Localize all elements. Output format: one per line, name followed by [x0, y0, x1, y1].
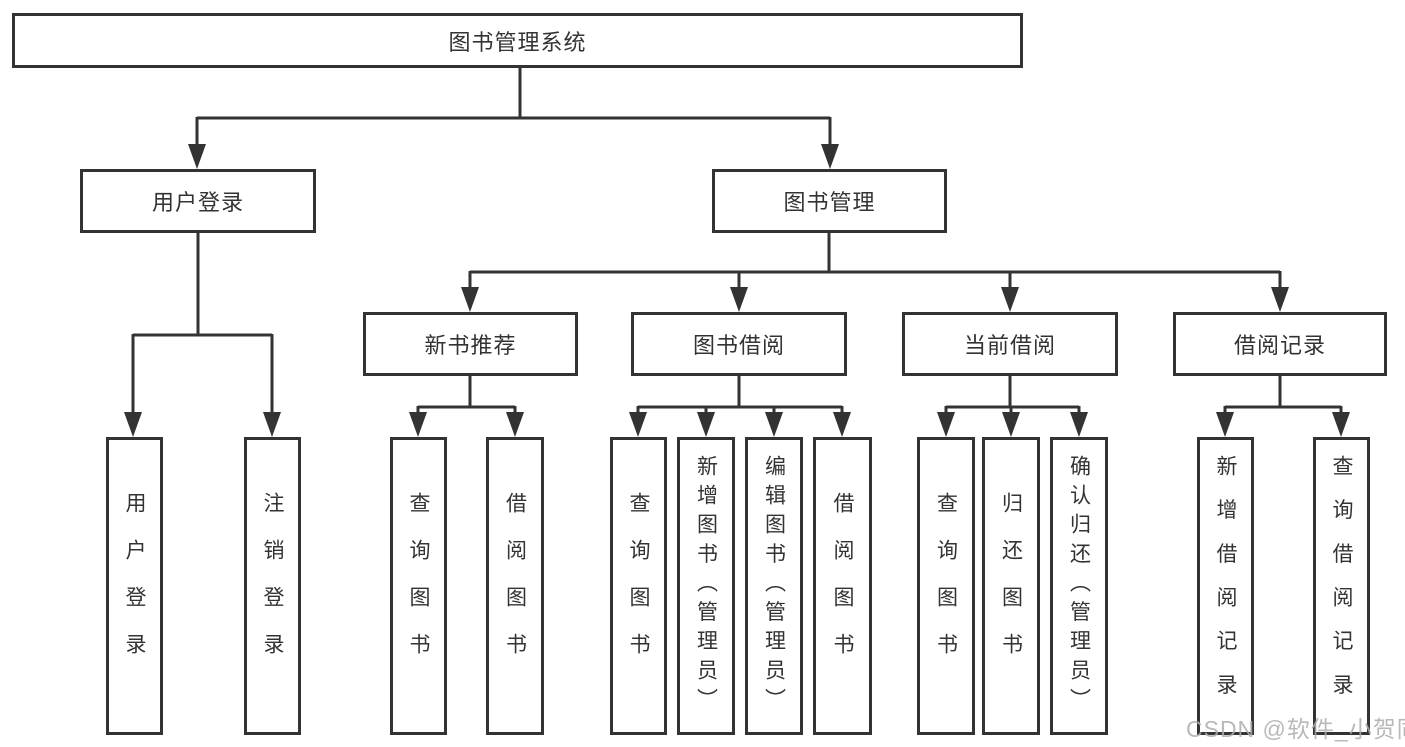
arrowhead — [1216, 412, 1234, 437]
leaf-edit-book-admin: 编辑图书（管理员） — [745, 437, 803, 735]
node-label: 用户登录 — [123, 492, 146, 680]
arrowhead — [730, 287, 748, 312]
leaf-return-book: 归还图书 — [982, 437, 1040, 735]
arrowhead — [833, 412, 851, 437]
node-label: 注销登录 — [261, 492, 284, 680]
leaf-confirm-return-admin: 确认归还（管理员） — [1050, 437, 1108, 735]
node-label: 当前借阅 — [963, 333, 1056, 358]
leaf-add-book-admin: 新增图书（管理员） — [677, 437, 735, 735]
arrowhead — [461, 287, 479, 312]
leaf-user-login: 用户登录 — [106, 437, 163, 735]
leaf-query-books-current: 查询图书 — [917, 437, 975, 735]
node-label: 查询图书 — [934, 492, 958, 680]
node-label: 查询借阅记录 — [1330, 455, 1353, 717]
arrowhead — [263, 412, 281, 437]
node-label: 确认归还（管理员） — [1067, 455, 1091, 717]
node-label: 用户登录 — [151, 190, 244, 215]
arrowhead — [821, 144, 839, 169]
node-root-library-system: 图书管理系统 — [12, 13, 1023, 68]
arrowhead — [1001, 287, 1019, 312]
node-label: 图书借阅 — [692, 333, 785, 358]
node-label: 借阅图书 — [503, 492, 527, 680]
arrowhead — [1271, 287, 1289, 312]
node-label: 编辑图书（管理员） — [762, 455, 786, 717]
node-label: 新书推荐 — [424, 333, 517, 358]
leaf-query-books-recommend: 查询图书 — [390, 437, 447, 735]
arrowhead — [409, 412, 427, 437]
connector-userlogin-to-leaves — [131, 233, 274, 414]
node-book-borrowing: 图书借阅 — [631, 312, 847, 376]
arrowhead — [506, 412, 524, 437]
arrowhead — [937, 412, 955, 437]
arrowhead — [1332, 412, 1350, 437]
arrowhead — [629, 412, 647, 437]
node-label: 新增图书（管理员） — [694, 455, 718, 717]
leaf-query-borrow-record: 查询借阅记录 — [1313, 437, 1370, 735]
connector-root-to-level2 — [195, 68, 832, 146]
leaf-query-books-borrowing: 查询图书 — [610, 437, 667, 735]
arrowhead — [697, 412, 715, 437]
node-book-management: 图书管理 — [712, 169, 947, 233]
leaf-logout: 注销登录 — [244, 437, 301, 735]
connector-bookmgmt-to-level3 — [468, 233, 1282, 289]
node-label: 图书管理系统 — [448, 29, 587, 55]
connector-borrowrecords-to-leaves — [1223, 376, 1343, 414]
node-new-book-recommend: 新书推荐 — [363, 312, 578, 376]
node-label: 查询图书 — [627, 492, 650, 680]
leaf-borrow-books: 借阅图书 — [813, 437, 872, 735]
connector-currentborrow-to-leaves — [944, 376, 1081, 414]
node-label: 新增借阅记录 — [1214, 455, 1237, 717]
node-label: 借阅图书 — [831, 492, 854, 680]
node-label: 查询图书 — [407, 492, 430, 680]
arrowhead — [765, 412, 783, 437]
arrowhead — [1002, 412, 1020, 437]
leaf-borrow-books-recommend: 借阅图书 — [486, 437, 544, 735]
arrowhead — [124, 412, 142, 437]
leaf-add-borrow-record: 新增借阅记录 — [1197, 437, 1254, 735]
arrowhead — [188, 144, 206, 169]
csdn-watermark: CSDN @软件_小贺同学 — [1186, 716, 1405, 742]
node-label: 图书管理 — [783, 190, 876, 215]
node-current-borrowing: 当前借阅 — [902, 312, 1118, 376]
node-borrow-records: 借阅记录 — [1173, 312, 1387, 376]
connector-newbookrec-to-leaves — [416, 376, 517, 414]
arrowhead — [1070, 412, 1088, 437]
node-label: 借阅记录 — [1233, 333, 1326, 358]
connector-bookborrow-to-leaves — [636, 376, 844, 414]
node-label: 归还图书 — [999, 492, 1023, 680]
node-user-login: 用户登录 — [80, 169, 316, 233]
